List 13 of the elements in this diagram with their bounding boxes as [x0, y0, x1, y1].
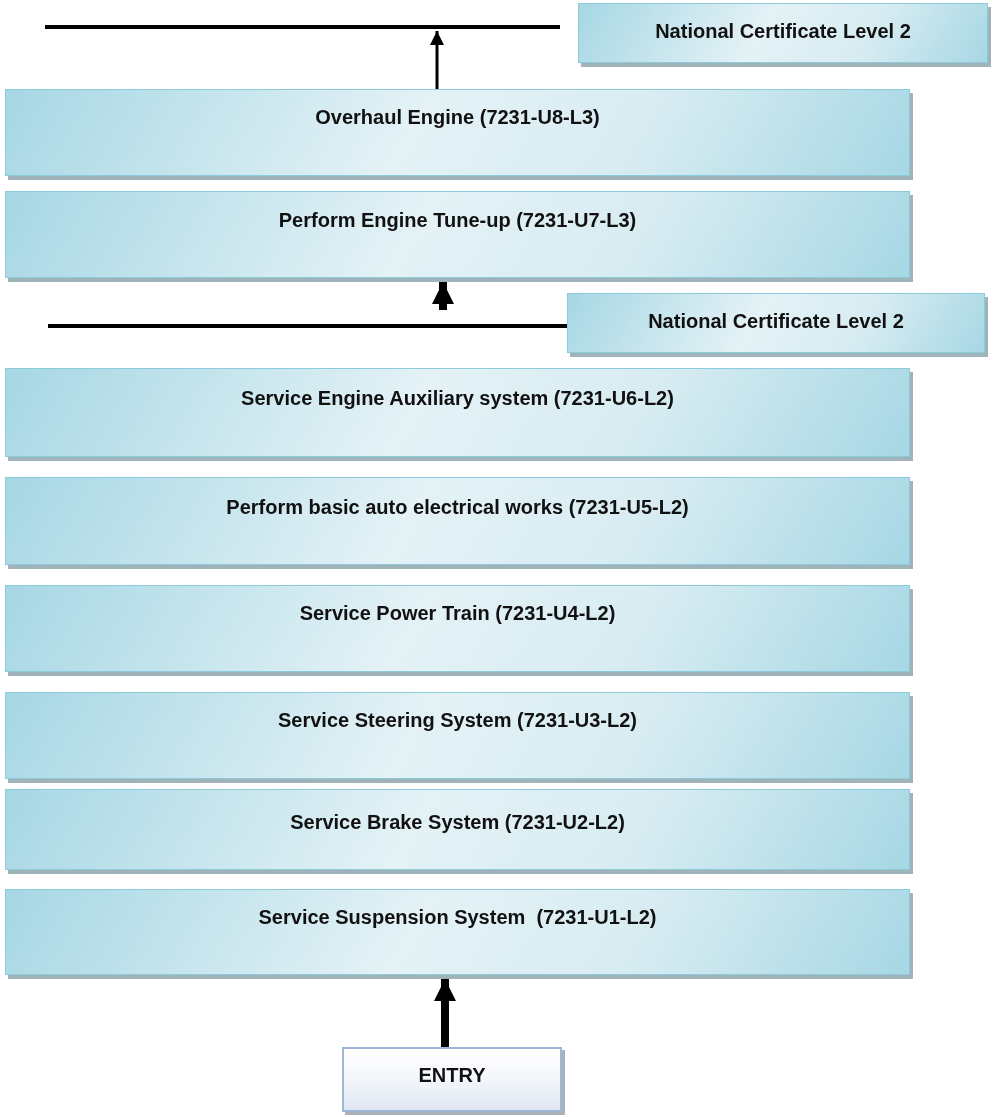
arrow: [430, 31, 444, 89]
unit-label: Perform basic auto electrical works (7231-U5-L2): [226, 496, 689, 519]
entry-box: [342, 1047, 562, 1112]
unit-label: Service Suspension System (7231-U1-L2): [258, 906, 657, 929]
unit-label: Service Steering System (7231-U3-L2): [277, 709, 638, 732]
entry-label: ENTRY: [418, 1064, 486, 1087]
unit-label: Service Power Train (7231-U4-L2): [299, 602, 616, 625]
certificate-label: National Certificate Level 2: [655, 20, 911, 43]
unit-label: Overhaul Engine (7231-U8-L3): [315, 106, 600, 129]
certificate-label: National Certificate Level 2: [648, 310, 904, 333]
unit-label: Service Engine Auxiliary system (7231-U6-L2): [241, 387, 674, 410]
unit-label: Service Brake System (7231-U2-L2): [290, 811, 625, 834]
unit-label: Perform Engine Tune-up (7231-U7-L3): [278, 209, 637, 232]
